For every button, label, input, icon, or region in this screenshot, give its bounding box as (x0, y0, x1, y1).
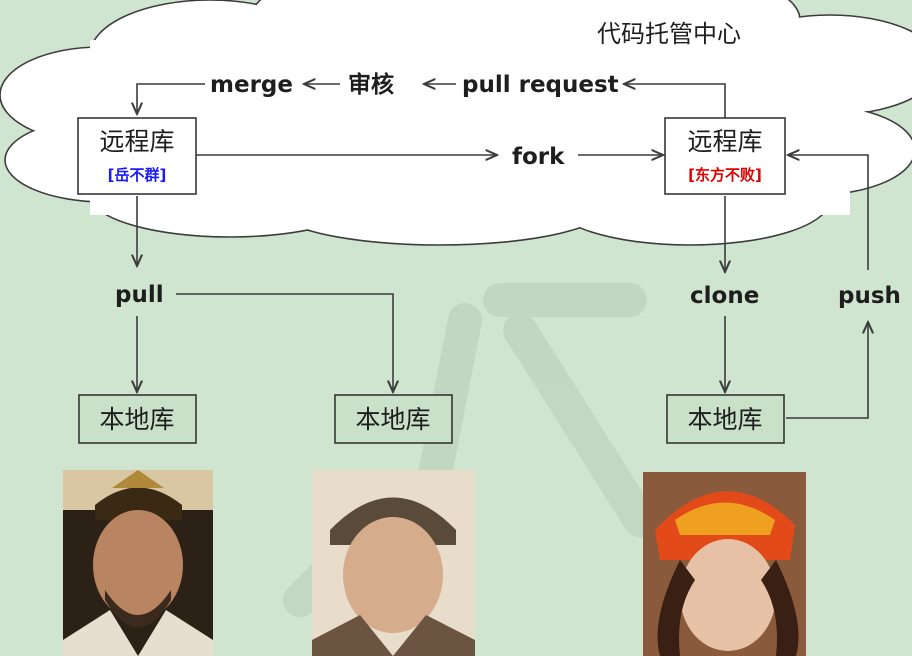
local-2-title: 本地库 (355, 405, 430, 434)
local-3-title: 本地库 (687, 405, 762, 434)
edge-merge-to-remote (137, 83, 205, 114)
remote-left-owner: [岳不群] (108, 166, 167, 184)
cloud-title: 代码托管中心 (597, 20, 741, 48)
remote-left-title: 远程库 (99, 127, 174, 156)
edge-pull-to-local2 (176, 293, 393, 392)
label-pull-request: pull request (462, 72, 619, 98)
local-repo-1: 本地库 (78, 394, 197, 444)
label-merge: merge (210, 72, 293, 98)
remote-repo-right: 远程库 [东方不败] (664, 117, 786, 195)
local-repo-2: 本地库 (334, 394, 453, 444)
edge-local3-to-push (786, 322, 868, 419)
local-1-title: 本地库 (99, 405, 174, 434)
remote-repo-left: 远程库 [岳不群] (77, 117, 197, 195)
remote-right-owner: [东方不败] (688, 166, 762, 184)
label-review: 审核 (348, 71, 394, 98)
label-push: push (838, 283, 901, 309)
cloud-fill (1, 0, 912, 244)
label-pull: pull (115, 282, 164, 308)
portrait-2 (312, 470, 475, 656)
label-clone: clone (690, 283, 759, 309)
edge-pull-request (624, 84, 726, 120)
local-repo-3: 本地库 (666, 394, 785, 444)
edge-push-to-remote (788, 155, 869, 270)
portrait-3 (643, 472, 806, 656)
label-fork: fork (512, 144, 565, 170)
remote-right-title: 远程库 (687, 127, 762, 156)
portrait-1 (63, 470, 213, 656)
